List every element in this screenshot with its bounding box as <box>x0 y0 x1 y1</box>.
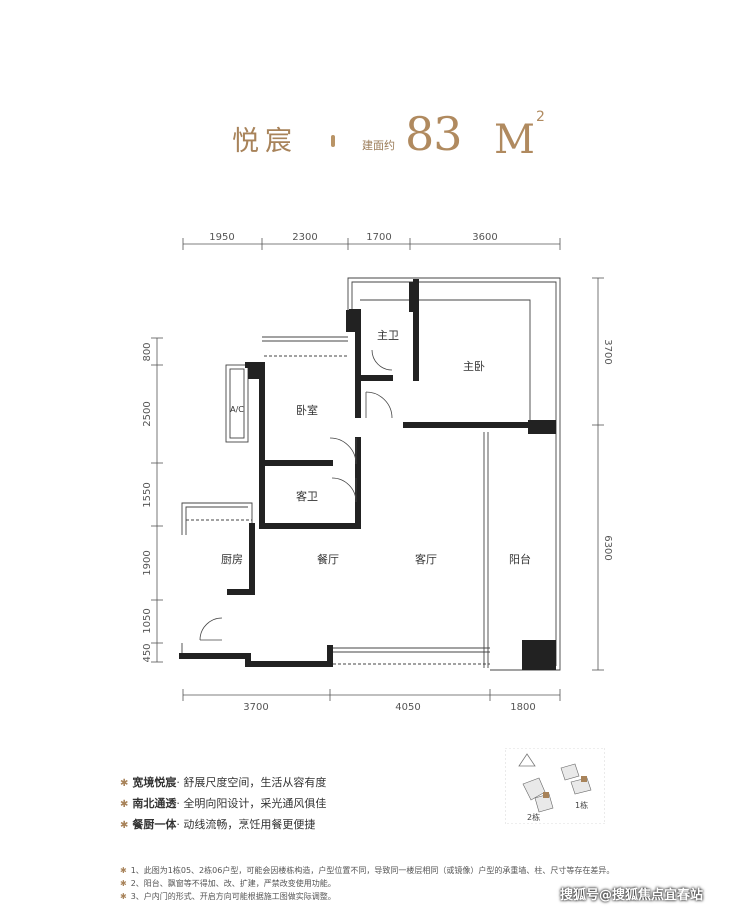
bottom-dimension-line <box>182 689 561 701</box>
right-dimension-line <box>592 277 604 671</box>
area-unit: M <box>494 117 535 163</box>
north-arrow-icon <box>518 753 536 767</box>
wall-column <box>248 365 264 379</box>
keymap-frame <box>505 748 605 824</box>
building-blocks <box>522 763 592 813</box>
feature-item: ✱宽境悦宸· 舒展尺度空间，生活从容有度 <box>120 776 327 789</box>
room-master-bath: 主卫 <box>377 329 399 342</box>
wall-column <box>528 420 556 434</box>
dim-left-2: 2500 <box>142 401 153 426</box>
door-swings <box>199 349 393 641</box>
dim-top-3: 1700 <box>366 232 391 243</box>
floor-plan: 1950 2300 1700 3600 3700 4050 1800 800 2… <box>142 232 613 713</box>
area-exponent: 2 <box>536 109 545 125</box>
dim-left-1: 800 <box>142 342 153 361</box>
room-dining: 餐厅 <box>317 552 339 566</box>
dim-left-5: 1050 <box>142 608 153 633</box>
dim-right-1: 3700 <box>602 339 613 364</box>
star-icon: ✱ <box>120 892 127 901</box>
note-item: ✱3、户内门的形式、开启方向可能根据施工图做实际调整。 <box>120 892 336 901</box>
room-balcony: 阳台 <box>509 552 531 566</box>
unit-marker <box>543 792 549 798</box>
watermark: 搜狐号@搜狐焦点宜春站 <box>560 888 704 903</box>
star-icon: ✱ <box>120 778 129 789</box>
top-dimension-line <box>182 238 561 250</box>
feature-item: ✱餐厨一体· 动线流畅，烹饪用餐更便捷 <box>120 818 316 831</box>
area-value: 83 <box>405 107 463 161</box>
dim-left-3: 1550 <box>142 482 153 507</box>
keymap-building-2: 2栋 <box>527 812 540 822</box>
room-living: 客厅 <box>415 552 437 566</box>
dim-top-4: 3600 <box>472 232 497 243</box>
area-label: 建面约 <box>362 139 395 152</box>
dim-top-2: 2300 <box>292 232 317 243</box>
window-outlines <box>181 277 561 671</box>
room-ac: A/C <box>230 405 244 414</box>
left-dimension-line <box>151 337 163 663</box>
dim-bottom-3: 1800 <box>510 702 535 713</box>
star-icon: ✱ <box>120 799 129 810</box>
room-master-bedroom: 主卧 <box>463 360 485 373</box>
title-divider <box>331 135 335 147</box>
disclaimer-notes: ✱1、此图为1栋05、2栋06户型，可能会因楼栋构造，户型位置不同，导致同一楼层… <box>120 864 614 903</box>
note-item: ✱2、阳台、飘窗等不得加、改、扩建，严禁改变使用功能。 <box>120 879 336 888</box>
dim-top-1: 1950 <box>209 232 234 243</box>
wall-column <box>346 310 360 332</box>
keymap-building-1: 1栋 <box>575 800 588 810</box>
note-item: ✱1、此图为1栋05、2栋06户型，可能会因楼栋构造，户型位置不同，导致同一楼层… <box>120 866 615 875</box>
feature-item: ✱南北通透· 全明向阳设计，采光通风俱佳 <box>120 797 327 810</box>
dim-left-4: 1900 <box>142 550 153 575</box>
dim-right-2: 6300 <box>602 535 613 560</box>
wall-column <box>409 282 419 312</box>
room-kitchen: 厨房 <box>221 553 243 566</box>
walls <box>179 279 551 667</box>
wall-column <box>522 640 556 670</box>
star-icon: ✱ <box>120 879 127 888</box>
plan-title: 悦宸 建面约 83 M 2 <box>0 105 740 165</box>
room-bedroom: 卧室 <box>296 403 318 417</box>
dim-bottom-2: 4050 <box>395 702 420 713</box>
dim-bottom-1: 3700 <box>243 702 268 713</box>
star-icon: ✱ <box>120 820 129 831</box>
unit-marker <box>581 776 587 782</box>
unit-name: 悦宸 <box>232 126 298 157</box>
star-icon: ✱ <box>120 866 127 875</box>
room-guest-bath: 客卫 <box>296 489 318 503</box>
site-key-map: 1栋 2栋 <box>505 748 605 824</box>
dim-left-6: 450 <box>142 643 153 662</box>
feature-list: ✱宽境悦宸· 舒展尺度空间，生活从容有度 ✱南北通透· 全明向阳设计，采光通风俱… <box>120 772 326 835</box>
